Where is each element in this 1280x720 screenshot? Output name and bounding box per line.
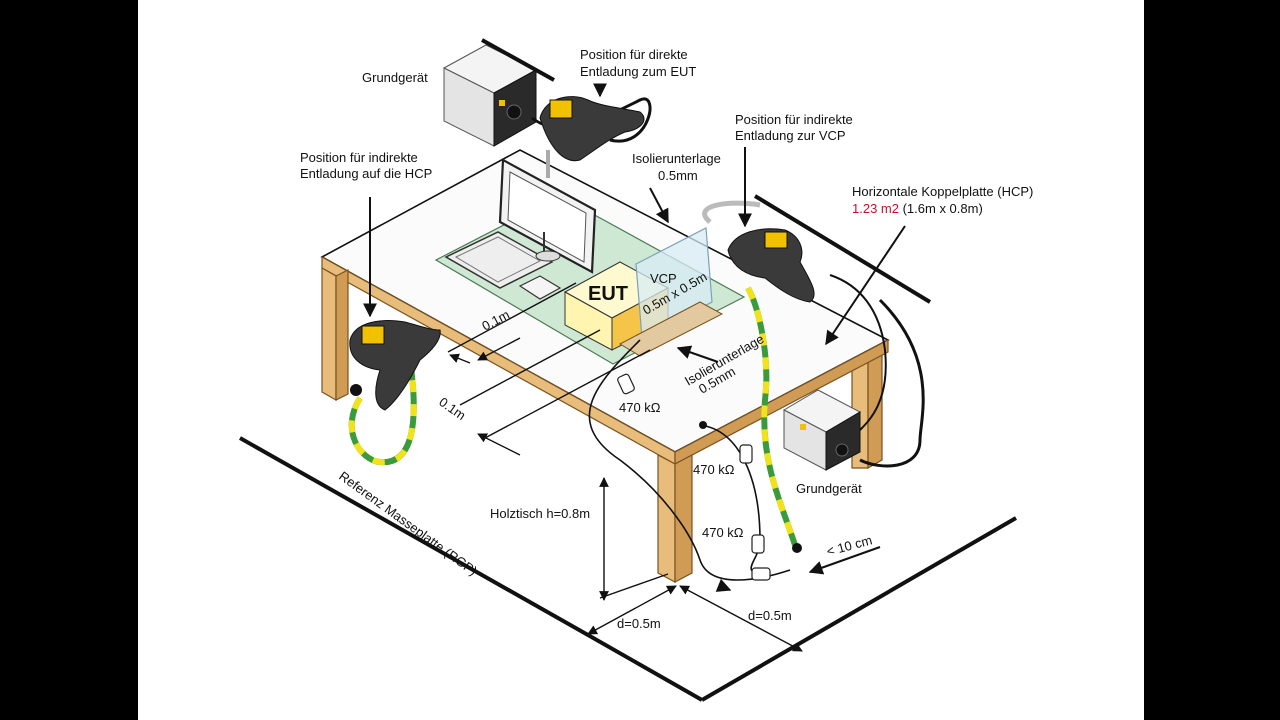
esd-gun-icon: [727, 228, 815, 303]
keyboard-icon: [444, 231, 562, 300]
ground-strap-top: [481, 38, 555, 82]
label-indirect-vcp-1: Position für indirekte: [735, 112, 853, 127]
label-d-left: d=0.5m: [617, 616, 661, 631]
labels: Grundgerät Position für direkte Entladun…: [300, 47, 1033, 631]
label-hcp-2: 1.23 m2 (1.6m x 0.8m): [852, 201, 983, 216]
label-indirect-hcp-1: Position für indirekte: [300, 150, 418, 165]
ground-strap-right: [753, 194, 932, 304]
label-dist-lower: 0.1m: [436, 394, 468, 423]
label-hcp-1: Horizontale Koppelplatte (HCP): [852, 184, 1033, 199]
dimension-lines: [447, 282, 803, 652]
ground-cables: [348, 286, 802, 553]
label-direct-2: Entladung zum EUT: [580, 64, 696, 79]
esd-test-setup-diagram: EUT VCP 0.5m x 0.5m: [239, 38, 1033, 702]
label-hcp-dims: (1.6m x 0.8m): [899, 201, 983, 216]
resistor-icon: [617, 373, 771, 581]
vcp-plate: VCP 0.5m x 0.5m: [618, 227, 724, 357]
label-iso-top-2: 0.5mm: [658, 168, 698, 183]
label-holztisch: Holztisch h=0.8m: [490, 506, 590, 521]
diagram-canvas: EUT VCP 0.5m x 0.5m: [138, 0, 1144, 720]
label-rgp: Referenz Masseplatte (RGP): [336, 468, 480, 578]
label-grundgeraet-right: Grundgerät: [796, 481, 862, 496]
label-iso-top-1: Isolierunterlage: [632, 151, 721, 166]
esd-gun-icon: [539, 96, 645, 178]
table-legs-front: [321, 266, 693, 583]
reference-ground-plane: [239, 436, 1018, 702]
label-res-1: 470 kΩ: [619, 400, 661, 415]
generator-box-icon: [782, 389, 862, 471]
label-grundgeraet-top: Grundgerät: [362, 70, 428, 85]
monitor-icon: [498, 158, 597, 274]
eut-label: EUT: [588, 283, 628, 305]
label-res-3: 470 kΩ: [702, 525, 744, 540]
pointer-arrows: [363, 83, 906, 592]
label-indirect-vcp-2: Entladung zur VCP: [735, 128, 846, 143]
esd-gun-icon: [349, 320, 441, 411]
label-hcp-area: 1.23 m2: [852, 201, 899, 216]
label-d-right: d=0.5m: [748, 608, 792, 623]
label-res-2: 470 kΩ: [693, 462, 735, 477]
label-indirect-hcp-2: Entladung auf die HCP: [300, 166, 432, 181]
label-direct-1: Position für direkte: [580, 47, 688, 62]
vcp-label-1: VCP: [650, 271, 677, 286]
label-lt10: < 10 cm: [825, 532, 874, 559]
